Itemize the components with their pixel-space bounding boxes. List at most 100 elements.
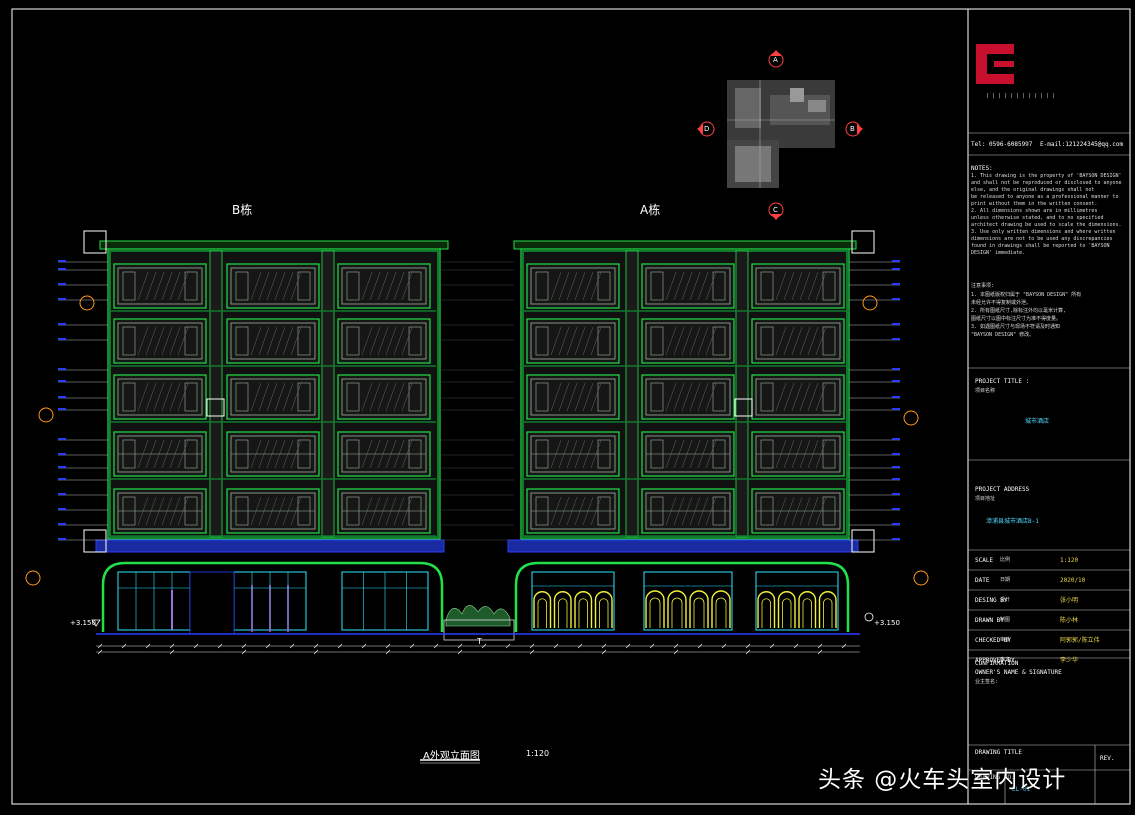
door-arch-inner (649, 597, 661, 628)
note-line: else, and the original drawings shall no… (971, 187, 1095, 193)
glass-hatch (177, 382, 189, 412)
glass-hatch (258, 271, 270, 301)
door-arch-inner (823, 598, 833, 628)
window-shutter-left (235, 326, 249, 356)
note-line: 2. All dimensions shown are in millimetr… (971, 208, 1098, 214)
dim-tick (769, 643, 775, 649)
glass-hatch (673, 382, 685, 412)
window-shutter-left (346, 382, 360, 412)
glass-hatch (807, 271, 819, 301)
title-block-label: DRAWN BY (975, 617, 1004, 624)
leader-tag-right (892, 466, 900, 468)
window-shutter-left (650, 382, 664, 412)
dim-tick (625, 643, 631, 649)
leader-tag-left (58, 396, 66, 398)
dimension-ticks (97, 643, 847, 655)
glass-hatch (393, 326, 405, 356)
leader-tag-left (58, 508, 66, 510)
glass-hatch (815, 271, 827, 301)
dim-tick (241, 643, 247, 649)
glass-hatch (697, 271, 709, 301)
note-line: and shall not be reproduced or disclosed… (971, 180, 1122, 186)
glass-hatch (401, 271, 413, 301)
dim-tick (169, 649, 175, 655)
note-line-cn: 1. 本图纸版权归属于 "BAYSON DESIGN" 所有 (971, 292, 1082, 298)
building-b-windows (108, 263, 436, 537)
glass-hatch (250, 326, 262, 356)
drawing-title: A外观立面图 (423, 751, 480, 762)
shopfront-a[interactable] (514, 561, 850, 632)
window-bay (751, 318, 845, 364)
leader-tag-left (58, 493, 66, 495)
door-arch-inner (761, 598, 771, 628)
leader-tag-left (58, 268, 66, 270)
title-block-value: 阿郭郭/陈立伟 (1060, 637, 1100, 644)
watermark: 头条 @火车头室内设计 (818, 767, 1067, 793)
glass-hatch (290, 271, 302, 301)
glass-hatch (807, 326, 819, 356)
glass-hatch (250, 382, 262, 412)
window-bay (113, 374, 207, 420)
podium-band (95, 539, 859, 553)
building-a-windows (521, 263, 850, 537)
window-bay (641, 374, 735, 420)
key-plan-marker-a (768, 50, 784, 68)
note-line: 3. Use only written dimensions and where… (971, 229, 1116, 235)
glass-hatch (799, 326, 811, 356)
window-frame (645, 267, 731, 305)
door-arch-inner (671, 597, 683, 628)
leader-tag-left (58, 260, 66, 262)
glass-hatch (665, 326, 677, 356)
door-arch (818, 591, 837, 628)
title-block-value: 1:120 (1060, 557, 1079, 564)
window-frame (117, 322, 203, 360)
glass-hatch (377, 326, 389, 356)
glass-hatch (177, 326, 189, 356)
glass-hatch (807, 382, 819, 412)
glass-hatch (401, 382, 413, 412)
key-plan-letter-d: D (704, 125, 710, 133)
project-address-label: PROJECT ADDRESS (975, 486, 1030, 493)
notes-title: NOTES: (971, 165, 993, 172)
leader-tag-right (892, 268, 900, 270)
window-bay (337, 374, 431, 420)
glass-hatch (582, 326, 594, 356)
glass-hatch (566, 326, 578, 356)
dim-tick (697, 643, 703, 649)
window-shutter-left (122, 271, 136, 301)
dim-tick (169, 643, 175, 649)
title-block-cn: 比例 (1000, 557, 1011, 563)
leader-tag-left (58, 368, 66, 370)
glass-hatch (681, 271, 693, 301)
window-shutter-left (235, 382, 249, 412)
dim-tick (601, 643, 607, 649)
leader-tag-left (58, 298, 66, 300)
company-strip: | | | | | | | | | | | | (986, 93, 1056, 99)
door-arch (553, 591, 572, 628)
title-block-cn: 设计 (1000, 597, 1011, 603)
window-shutter-right (712, 271, 726, 301)
glass-hatch (274, 382, 286, 412)
shopfront-a-arches (532, 585, 838, 628)
glass-hatch (574, 271, 586, 301)
title-block-cn: 审核 (1000, 637, 1011, 643)
window-frame (755, 267, 841, 305)
key-plan-marker-d (697, 121, 715, 137)
leader-tag-right (892, 408, 900, 410)
door-arch (777, 591, 796, 628)
dim-tick (409, 643, 415, 649)
level-left: +3.150 (70, 619, 96, 627)
glass-hatch (266, 326, 278, 356)
window-frame (755, 322, 841, 360)
key-plan-marker-c (768, 202, 784, 220)
glass-hatch (393, 271, 405, 301)
glass-hatch (566, 271, 578, 301)
owner-signature-cn: 业主签名: (975, 679, 999, 685)
dim-tick (721, 643, 727, 649)
window-bay (751, 374, 845, 420)
glass-hatch (582, 382, 594, 412)
window-shutter-right (408, 326, 422, 356)
glass-hatch (258, 382, 270, 412)
glass-hatch (775, 326, 787, 356)
